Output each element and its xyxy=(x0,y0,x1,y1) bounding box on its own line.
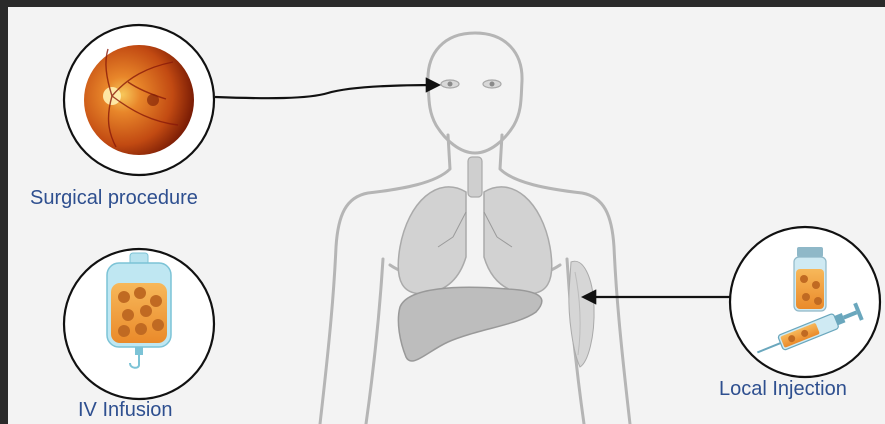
eyes xyxy=(441,80,501,88)
iv-infusion-label: IV Infusion xyxy=(78,400,173,420)
local-injection-circle xyxy=(730,227,880,377)
trachea xyxy=(468,157,482,197)
human-body-outline xyxy=(320,33,630,424)
surgical-procedure-label: Surgical procedure xyxy=(30,188,198,208)
lungs xyxy=(398,187,552,294)
delivery-routes-diagram: Surgical procedure IV Infusion Local Inj… xyxy=(8,7,885,424)
arm-muscle xyxy=(569,261,594,367)
surgical-arrow xyxy=(215,85,438,98)
liver xyxy=(398,287,541,361)
iv-circle xyxy=(64,249,214,399)
diagram-drawing xyxy=(8,7,885,424)
retina-fundus-icon xyxy=(84,45,194,155)
local-injection-label: Local Injection xyxy=(719,379,847,399)
surgical-circle xyxy=(64,25,214,175)
